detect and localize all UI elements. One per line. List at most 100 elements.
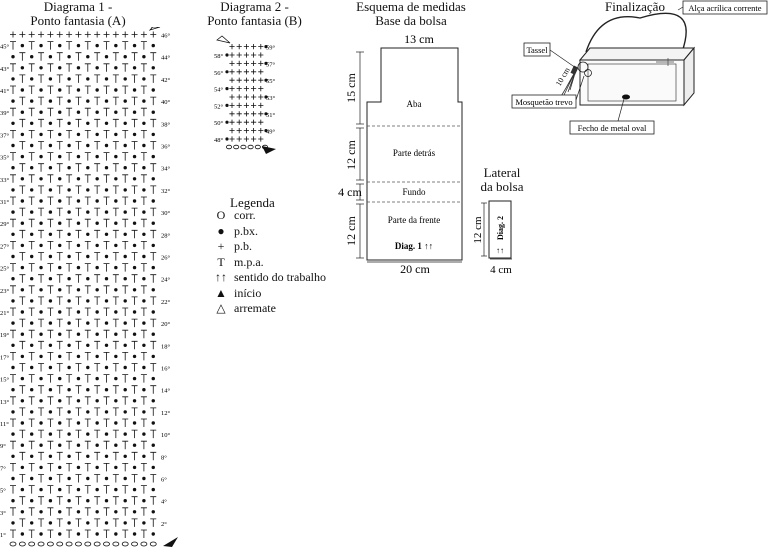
half-double-crochet-symbol (131, 318, 138, 328)
chain-stitch-symbol (84, 541, 92, 547)
half-double-crochet-symbol (84, 396, 91, 405)
half-double-crochet-symbol (66, 107, 73, 117)
slip-stitch-symbol (151, 354, 155, 359)
slip-stitch-symbol (114, 443, 118, 447)
half-double-crochet-symbol (150, 52, 157, 61)
half-double-crochet-symbol (112, 385, 119, 394)
slip-stitch-symbol (123, 454, 127, 458)
slip-stitch-symbol (58, 354, 62, 359)
slip-stitch-symbol (114, 288, 118, 292)
half-double-crochet-symbol (122, 396, 129, 405)
row-label: 6° (161, 477, 167, 484)
slip-stitch-symbol (11, 365, 15, 370)
half-double-crochet-symbol (140, 85, 147, 94)
half-double-crochet-symbol (150, 185, 157, 194)
slip-stitch-symbol (95, 265, 99, 270)
slip-stitch-symbol (39, 376, 43, 381)
diagram1-chart: 1°3°5°7°9°11°13°15°17°19°21°23°25°27°29°… (0, 27, 178, 547)
half-double-crochet-symbol (10, 352, 16, 361)
half-double-crochet-symbol (75, 118, 82, 128)
legend-item: △arremate (214, 301, 276, 316)
half-double-crochet-symbol (140, 463, 147, 472)
half-double-crochet-symbol (38, 363, 45, 372)
slip-stitch-symbol (151, 310, 155, 314)
half-double-crochet-symbol (47, 263, 54, 272)
height-detras-label: 12 cm (344, 140, 358, 170)
half-double-crochet-symbol (131, 185, 138, 194)
half-double-crochet-symbol (75, 52, 82, 61)
single-crochet-symbol (251, 86, 257, 92)
slip-stitch-symbol (86, 410, 90, 414)
slip-stitch-symbol (11, 210, 15, 214)
slip-stitch-symbol (123, 99, 127, 103)
slip-stitch-symbol (142, 232, 146, 236)
half-double-crochet-symbol (122, 85, 129, 94)
row-label: 23° (0, 288, 10, 295)
half-double-crochet-symbol (103, 107, 110, 117)
slip-stitch-symbol (151, 376, 155, 381)
single-crochet-symbol (229, 77, 235, 83)
row-label: 42° (161, 77, 171, 84)
half-double-crochet-symbol (131, 496, 138, 505)
half-double-crochet-symbol (38, 429, 45, 439)
slip-stitch-symbol (123, 432, 127, 436)
half-double-crochet-symbol (10, 63, 16, 72)
single-crochet-symbol (243, 128, 249, 134)
half-double-crochet-symbol (66, 218, 73, 228)
row-label: 43° (0, 66, 10, 73)
slip-stitch-symbol (76, 399, 81, 403)
slip-stitch-symbol (76, 487, 81, 492)
chain-stitch-symbol (65, 541, 73, 547)
slip-stitch-symbol (39, 66, 43, 70)
half-double-crochet-symbol (94, 451, 101, 461)
slip-stitch-symbol (151, 288, 155, 292)
half-double-crochet-symbol (103, 241, 110, 250)
slip-stitch-symbol (39, 243, 43, 248)
slip-stitch-symbol (95, 310, 99, 314)
slip-stitch-symbol (20, 465, 25, 470)
slip-stitch-symbol (11, 232, 15, 236)
single-crochet-symbol (19, 31, 26, 38)
slip-stitch-symbol (95, 243, 99, 248)
slip-stitch-symbol (11, 254, 15, 259)
half-double-crochet-symbol (19, 318, 26, 328)
chain-stitch-symbol (225, 144, 232, 150)
start-arrow-icon (262, 146, 276, 154)
single-crochet-symbol (229, 119, 235, 125)
half-double-crochet-symbol (19, 207, 26, 217)
slip-stitch-symbol (76, 421, 81, 425)
slip-stitch-symbol (132, 376, 137, 381)
half-double-crochet-symbol (140, 263, 147, 272)
row-label: 24° (161, 277, 171, 284)
slip-stitch-symbol (20, 221, 25, 225)
tassel-label: Tassel (526, 45, 548, 55)
half-double-crochet-symbol (150, 407, 157, 416)
half-double-crochet-symbol (38, 474, 45, 483)
fecho-label: Fecho de metal oval (578, 123, 647, 133)
half-double-crochet-symbol (28, 307, 35, 316)
slip-stitch-symbol (95, 288, 99, 292)
single-crochet-symbol (251, 94, 257, 100)
single-crochet-symbol (94, 31, 101, 38)
half-double-crochet-symbol (10, 485, 16, 494)
row-label: 28° (161, 232, 171, 239)
half-double-crochet-symbol (122, 507, 129, 516)
slip-stitch-symbol (142, 210, 146, 214)
slip-stitch-symbol (20, 66, 25, 70)
half-double-crochet-symbol (10, 507, 16, 516)
slip-stitch-symbol (132, 354, 137, 359)
half-double-crochet-symbol (47, 285, 54, 294)
slip-stitch-symbol (114, 243, 118, 248)
slip-stitch-symbol (86, 232, 90, 236)
slip-stitch-symbol (95, 177, 99, 181)
slip-stitch-symbol (86, 365, 90, 370)
single-crochet-symbol (258, 52, 264, 58)
half-double-crochet-symbol (140, 41, 147, 50)
half-double-crochet-symbol (47, 63, 54, 72)
slip-stitch-symbol (67, 476, 71, 481)
single-crochet-symbol (243, 94, 249, 100)
lateral-title-line1: Lateral (483, 165, 521, 180)
slip-stitch-symbol (132, 221, 137, 225)
slip-stitch-symbol (48, 99, 53, 103)
half-double-crochet-symbol (28, 374, 35, 383)
